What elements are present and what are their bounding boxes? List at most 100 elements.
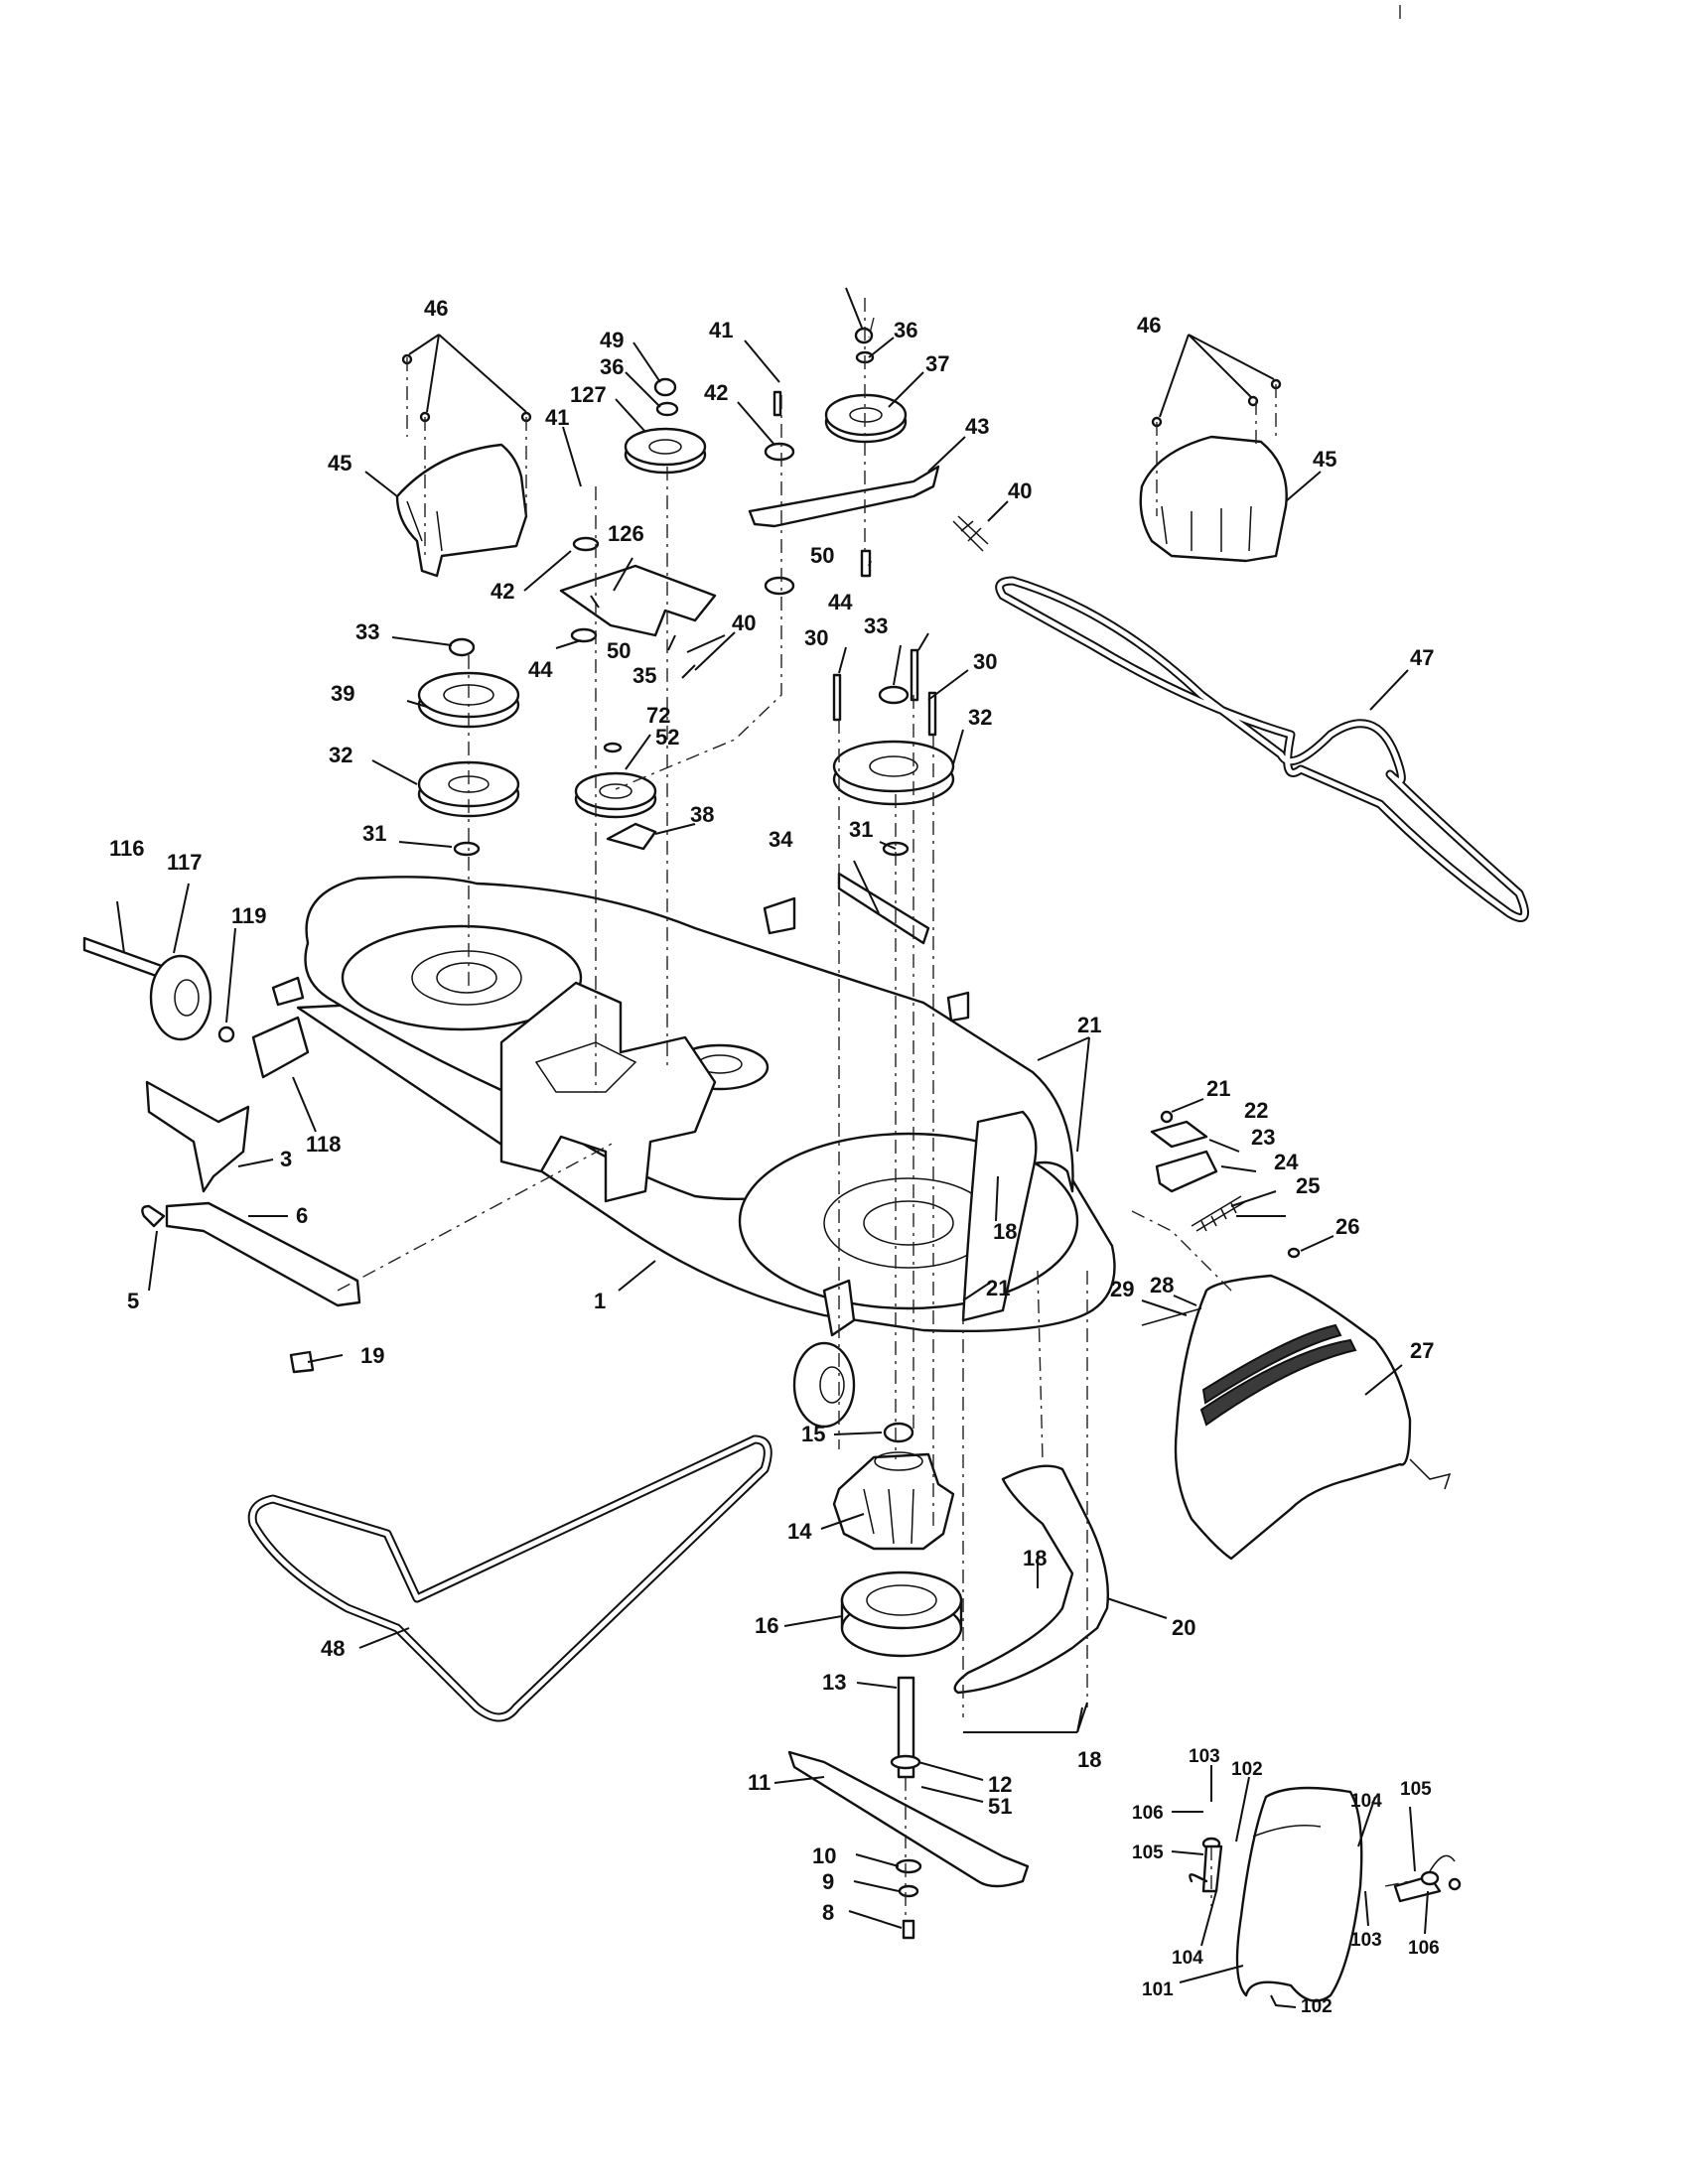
callout-32-right: 32 — [968, 705, 992, 730]
callout-39: 39 — [331, 681, 354, 706]
callout-18-lower: 18 — [1077, 1747, 1101, 1772]
spindle-assembly — [787, 1422, 1030, 1940]
callout-9: 9 — [822, 1869, 834, 1894]
callout-26: 26 — [1335, 1214, 1359, 1239]
callout-40-right: 40 — [1008, 478, 1032, 503]
callout-20: 20 — [1172, 1615, 1195, 1640]
callout-16: 16 — [755, 1613, 778, 1638]
alignment-lines — [337, 5, 1411, 1921]
callout-37: 37 — [925, 351, 949, 376]
belt-cover-right — [1139, 378, 1288, 563]
belt-48 — [247, 1434, 772, 1722]
belt-47 — [995, 576, 1530, 922]
callout-49: 49 — [600, 328, 624, 352]
callout-15: 15 — [801, 1422, 825, 1446]
callout-35: 35 — [632, 663, 656, 688]
callout-12: 12 — [988, 1772, 1012, 1797]
callout-117: 117 — [167, 850, 203, 875]
callout-21-lower: 21 — [986, 1276, 1010, 1300]
callout-24: 24 — [1274, 1150, 1299, 1174]
callout-27: 27 — [1410, 1338, 1434, 1363]
callout-104-left: 104 — [1172, 1948, 1203, 1969]
callout-102-bottom: 102 — [1301, 1996, 1333, 2017]
gauge-wheel-left — [82, 936, 235, 1043]
callout-72: 72 — [646, 703, 670, 728]
callout-46-right: 46 — [1137, 313, 1161, 338]
callout-45-left: 45 — [328, 451, 351, 476]
callout-116: 116 — [109, 836, 145, 861]
callout-34: 34 — [769, 827, 793, 852]
callout-10: 10 — [812, 1843, 836, 1868]
callout-52: 52 — [655, 725, 679, 750]
idler-pulleys-center — [559, 377, 717, 851]
callout-11: 11 — [748, 1770, 771, 1795]
callout-14: 14 — [787, 1519, 812, 1544]
leader-lines — [116, 287, 1429, 2008]
callout-127: 127 — [570, 382, 607, 407]
callout-19: 19 — [360, 1343, 384, 1368]
callout-43: 43 — [965, 414, 989, 439]
callout-46-left: 46 — [424, 296, 448, 321]
callout-25: 25 — [1296, 1173, 1320, 1198]
callout-29: 29 — [1110, 1277, 1134, 1301]
callout-30-right: 30 — [973, 649, 997, 674]
callout-36-right: 36 — [894, 318, 917, 342]
pulley-stack-right — [832, 648, 955, 945]
bracket-22-23 — [1150, 1110, 1247, 1232]
callout-119: 119 — [231, 903, 267, 928]
callout-6: 6 — [296, 1203, 308, 1228]
callout-1: 1 — [594, 1289, 606, 1313]
callout-30-left: 30 — [804, 625, 828, 650]
callout-18-upper: 18 — [993, 1219, 1017, 1244]
callout-42-center: 42 — [491, 579, 514, 604]
callout-51: 51 — [988, 1794, 1012, 1819]
discharge-chute-27 — [1141, 1247, 1452, 1561]
callout-31-right: 31 — [849, 817, 873, 842]
callout-105-right: 105 — [1400, 1779, 1432, 1800]
callout-44-center: 44 — [528, 657, 553, 682]
callout-18-mid: 18 — [1023, 1546, 1047, 1570]
callout-41-right: 41 — [709, 318, 733, 342]
arm-6 — [141, 1201, 361, 1374]
callout-22: 22 — [1244, 1098, 1268, 1123]
idler-arm-right — [748, 327, 989, 596]
callout-106-right: 106 — [1408, 1938, 1440, 1959]
callout-33-right: 33 — [864, 614, 888, 638]
callout-21-mid: 21 — [1206, 1076, 1230, 1101]
callout-45-right: 45 — [1313, 447, 1336, 472]
callout-41-center: 41 — [545, 405, 569, 430]
callout-5: 5 — [127, 1289, 139, 1313]
callout-8: 8 — [822, 1900, 834, 1925]
callout-104-right: 104 — [1350, 1791, 1382, 1812]
callout-101: 101 — [1142, 1979, 1174, 2000]
callout-3: 3 — [280, 1147, 292, 1171]
belt-cover-left — [395, 353, 532, 578]
bracket-3 — [145, 1080, 250, 1193]
callout-102-top: 102 — [1231, 1759, 1263, 1780]
callout-21-top: 21 — [1077, 1013, 1101, 1037]
callout-28: 28 — [1150, 1273, 1174, 1297]
callout-103-left: 103 — [1189, 1746, 1220, 1767]
callout-103-right: 103 — [1350, 1930, 1382, 1951]
callout-31-left: 31 — [362, 821, 386, 846]
callout-38: 38 — [690, 802, 714, 827]
callout-13: 13 — [822, 1670, 846, 1695]
callout-labels: 46 45 49 36 127 41 42 126 44 50 40 35 72… — [109, 296, 1440, 2017]
mower-deck-housing — [251, 876, 1116, 1429]
baffle-20 — [953, 1464, 1109, 1695]
callout-106-left: 106 — [1132, 1803, 1164, 1824]
callout-44-right: 44 — [828, 590, 853, 614]
callout-36-center: 36 — [600, 354, 624, 379]
callout-126: 126 — [608, 521, 644, 546]
callout-40-center: 40 — [732, 611, 756, 635]
callout-42-right: 42 — [704, 380, 728, 405]
callout-50-right: 50 — [810, 543, 834, 568]
callout-47: 47 — [1410, 645, 1434, 670]
callout-118: 118 — [306, 1132, 342, 1157]
callout-50-center: 50 — [607, 638, 631, 663]
callout-32-left: 32 — [329, 743, 352, 767]
callout-23: 23 — [1251, 1125, 1275, 1150]
callout-105-left: 105 — [1132, 1843, 1164, 1863]
callout-48: 48 — [321, 1636, 345, 1661]
